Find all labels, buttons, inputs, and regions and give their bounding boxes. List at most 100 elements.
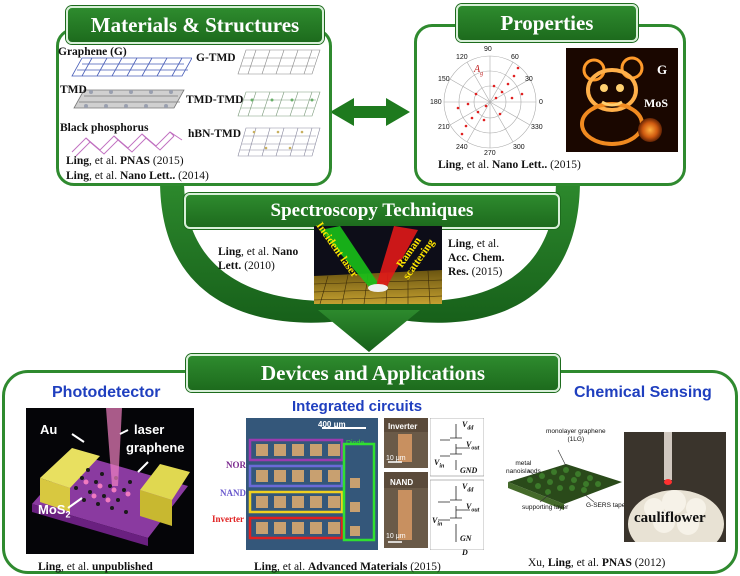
polar-angle-120: 120 (456, 54, 468, 61)
vout-label-1: Vout (466, 440, 479, 452)
polar-symbol: Ag (474, 64, 483, 77)
polar-angle-240: 240 (456, 144, 468, 151)
ref-author: Ling (66, 170, 90, 182)
polar-angle-180: 180 (430, 99, 442, 106)
polar-angle-300: 300 (513, 144, 525, 151)
ref-etal: , et al. (277, 561, 308, 573)
ref-year: (2015) (407, 561, 441, 573)
vdd-label-2: Vdd (462, 482, 473, 494)
polar-angle-210: 210 (438, 124, 450, 131)
vout-label-2: Vout (466, 502, 479, 514)
ref-journal: Acc. Chem. (448, 252, 505, 264)
monolayer-graphene-label: monolayer graphene (1LG) (546, 428, 606, 444)
metal-nanoislands-label: metal nanoislands (506, 460, 541, 476)
vdd-sub: dd (467, 487, 474, 494)
inset-nand-label: NAND (390, 478, 414, 487)
vin-sub: in (439, 463, 445, 470)
ref-journal: PNAS (601, 557, 632, 569)
ref-journal-2: Lett. (218, 260, 242, 272)
vdd-text: V (462, 482, 468, 491)
graphene-lattice-image (71, 57, 192, 77)
polar-plot (443, 55, 537, 149)
nanoislands-text: nanoislands (506, 468, 541, 475)
ref-author: Ling (448, 238, 472, 250)
ref-first-author: Xu, (528, 557, 548, 569)
gn-label: GN (460, 534, 472, 543)
inverter-micrograph-image (384, 418, 428, 468)
hbn-tmd-label: hBN-TMD (188, 128, 242, 140)
au-label: Au (40, 422, 58, 437)
g-tmd-label: G-TMD (196, 52, 236, 64)
tmd-label: TMD (60, 84, 87, 96)
ref-author: Ling (438, 159, 462, 171)
vout-sub: out (471, 445, 480, 452)
ref-journal: Nano Lett.. (120, 170, 176, 182)
photodetector-ref: Ling, et al. unpublished (38, 560, 153, 574)
polar-symbol-a: A (474, 64, 481, 75)
metal-text: metal (515, 460, 532, 467)
monolayer-graphene-abbrev: (1LG) (567, 436, 585, 443)
circuit-micrograph-image (246, 418, 378, 550)
black-phosphorus-image (71, 131, 183, 157)
ref-year: (2015) (468, 266, 503, 278)
ref-journal: Advanced Materials (308, 561, 408, 573)
circuit-schematic (430, 418, 484, 550)
vin-sub: in (437, 521, 443, 528)
ref-etal: , et al. (570, 557, 602, 569)
photodetector-heading: Photodetector (52, 384, 161, 401)
polar-angle-0: 0 (539, 99, 543, 106)
scale-10-label-1: 10 μm (386, 455, 406, 462)
scale-400-label: 400 μm (318, 420, 346, 429)
materials-ref-2: Ling, et al. Nano Lett.. (2014) (66, 169, 209, 183)
d-label: D (462, 548, 468, 557)
tmd-lattice-image (73, 89, 185, 109)
gsers-tape-label: G-SERS tape (586, 502, 626, 509)
ref-year: (2015) (547, 159, 581, 171)
raman-map-image (566, 48, 678, 152)
map-g-label: G (657, 62, 668, 77)
vin-text: V (432, 516, 438, 525)
ref-year: (2014) (175, 170, 209, 182)
ref-etal: , et al. (241, 246, 272, 258)
polar-angle-330: 330 (531, 124, 543, 131)
black-phosphorus-label: Black phosphorus (60, 122, 149, 134)
graphene-label: Graphene (G) (58, 46, 127, 58)
diode-label: Diode (346, 440, 365, 447)
inset-inverter-label: Inverter (388, 422, 418, 431)
properties-title: Properties (456, 4, 638, 42)
vout-sub: out (471, 507, 480, 514)
properties-ref: Ling, et al. Nano Lett.. (2015) (438, 158, 581, 172)
ref-journal: Nano Lett.. (492, 159, 548, 171)
nand-micrograph-image (384, 472, 428, 548)
vin-label-1: Vin (434, 458, 444, 470)
raman-laser-image (314, 226, 442, 304)
ref-etal: , et al. (89, 155, 120, 167)
cauliflower-image (624, 432, 726, 542)
g-tmd-image (237, 49, 321, 75)
hbn-tmd-image (237, 127, 321, 157)
ref-year: (2012) (631, 557, 666, 569)
vdd-label-1: Vdd (462, 420, 473, 432)
ref-etal: , et al. (61, 561, 92, 573)
laser-label: laser (134, 422, 165, 437)
gsers-tape-image (508, 449, 622, 510)
ref-journal: Nano (272, 246, 299, 258)
scale-10-label-2: 10 μm (386, 533, 406, 540)
vout-text: V (466, 440, 472, 449)
mos2-label: MoS2 (38, 502, 70, 520)
chemical-ref: Xu, Ling, et al. PNAS (2012) (528, 556, 665, 570)
ref-author: Ling (66, 155, 90, 167)
mos2-text: MoS (38, 502, 66, 517)
materials-title: Materials & Structures (66, 6, 324, 44)
ref-author: Ling (218, 246, 242, 258)
polar-angle-90: 90 (484, 46, 492, 53)
graphene-device-label: graphene (126, 440, 185, 455)
spectroscopy-title: Spectroscopy Techniques (184, 193, 560, 229)
ref-year: (2010) (241, 260, 275, 272)
monolayer-graphene-text: monolayer graphene (546, 428, 606, 435)
cauliflower-label: cauliflower (634, 510, 706, 526)
ref-author: Ling (547, 557, 571, 569)
polar-angle-270: 270 (484, 150, 496, 157)
spectroscopy-right-ref: Ling, et al. Acc. Chem. Res. (2015) (448, 237, 530, 279)
polar-angle-150: 150 (438, 76, 450, 83)
